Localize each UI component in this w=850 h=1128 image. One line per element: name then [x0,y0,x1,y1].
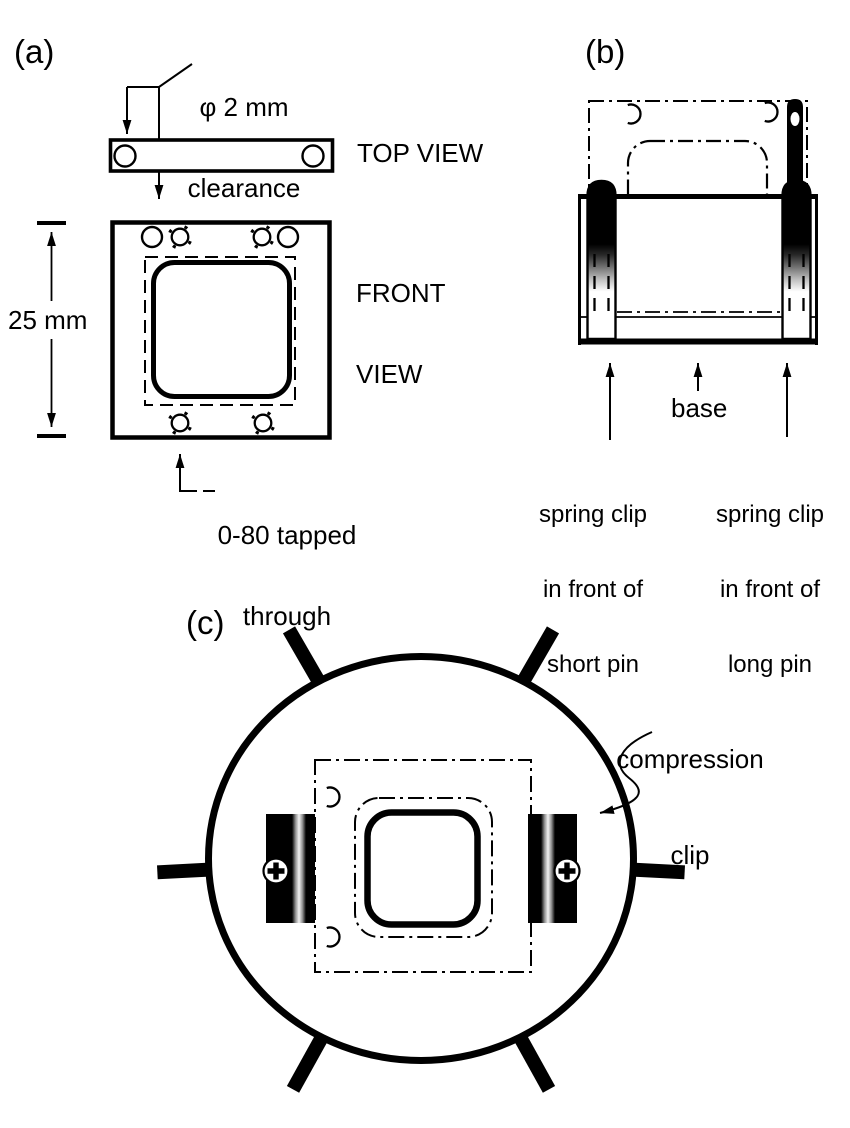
compression-clip-callout-line2: clip [670,840,710,870]
top-view-hole-right [301,144,325,168]
stub-bottom-left [286,1028,332,1093]
clearance-callout-line2: clearance [187,173,301,203]
panel-c-drawing [156,626,686,1093]
left-clip-callout-line1: spring clip [538,501,648,528]
left-clip-callout: spring clip in front of short pin [523,452,663,727]
compression-clip-leader [599,731,653,814]
dimension-25mm-label: 25 mm [8,305,88,335]
tapped-callout-line2: through [242,601,332,631]
front-view-label-line2: VIEW [356,359,423,389]
clearance-hole-top-right [276,225,300,249]
plate-hole-right [763,101,779,123]
panel-a-drawing [37,63,335,492]
clearance-callout: φ 2 mm clearance [178,40,310,256]
front-view-label-line1: FRONT [356,278,446,308]
opening-hidden-outline-c [354,797,493,938]
top-view-bar [108,138,335,173]
tapped-callout: 0-80 tapped through [207,468,367,684]
base-body [578,194,818,345]
clearance-callout-line1: φ 2 mm [199,92,289,122]
plate-hole-left [626,103,642,125]
stub-top-right [513,626,560,691]
screw-left [264,859,289,884]
panel-b-label: (b) [585,33,626,70]
right-clip-callout-line3: long pin [727,651,813,678]
right-clip-callout-line2: in front of [719,576,821,603]
front-view-opening [151,260,292,399]
panel-b-drawing [578,99,818,440]
spring-clip-left [586,179,617,341]
compression-clip-right-highlight [541,814,555,923]
front-view-dashed-outline [144,256,296,406]
hidden-pin-dashes [593,254,805,318]
compression-clip-callout: compression clip [609,679,771,935]
spring-clip-right [781,179,812,341]
top-view-label: TOP VIEW [357,138,484,168]
compression-clip-callout-line1: compression [616,744,764,774]
opening-c [364,809,481,928]
compression-clip-left-highlight [292,814,306,923]
long-pin-highlight [790,112,800,126]
left-clip-callout-line2: in front of [542,576,644,603]
right-clip-callout-line1: spring clip [715,501,825,528]
stub-top-left [282,626,329,691]
panel-a-label: (a) [14,33,55,70]
stub-bottom-right [510,1028,556,1093]
clearance-hole-top-left [140,225,164,249]
screw-right [555,859,580,884]
left-clip-callout-line3: short pin [546,651,640,678]
panel-c-label: (c) [186,604,225,641]
front-view-label: FRONT VIEW [356,226,446,442]
base-label: base [671,393,728,423]
tapped-callout-line1: 0-80 tapped [217,520,357,550]
right-clip-callout: spring clip in front of long pin [700,452,840,727]
top-view-hole-left [113,144,137,168]
